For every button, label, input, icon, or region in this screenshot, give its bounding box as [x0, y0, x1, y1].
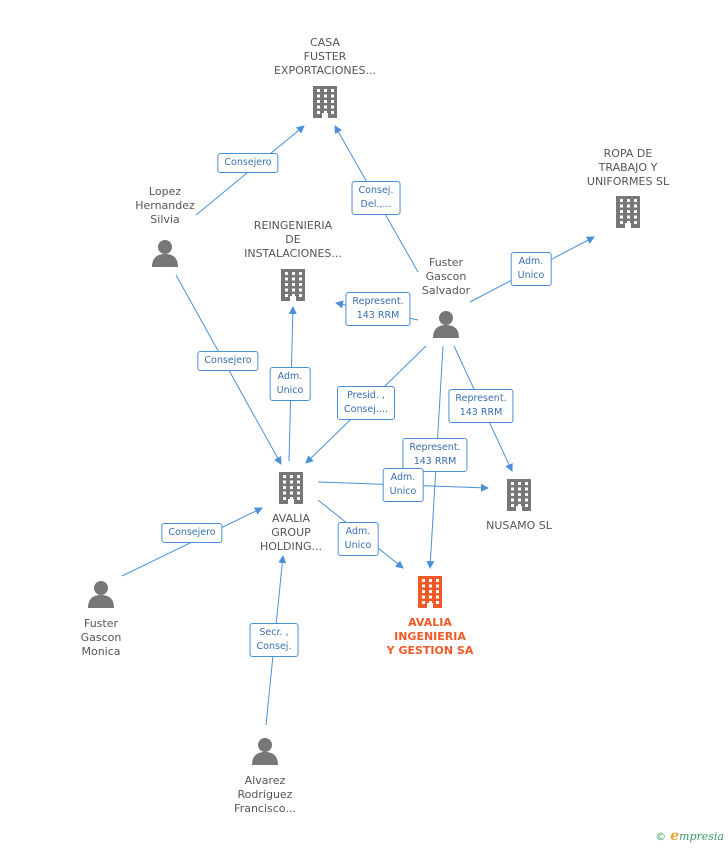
node-label-line: HOLDING... — [259, 540, 323, 553]
node-label-line: Alvarez — [244, 774, 286, 787]
person-icon[interactable] — [250, 736, 280, 770]
edge-label-salvador-ropa[interactable]: Adm. Unico — [510, 252, 552, 286]
node-label-line: Hernandez — [135, 199, 195, 212]
node-label-line: TRABAJO Y — [598, 161, 658, 174]
brand-name: mpresia — [679, 830, 724, 843]
node-label-line: Silvia — [150, 213, 180, 226]
edge-label-salvador-nusamo[interactable]: Represent. 143 RRM — [448, 389, 514, 423]
edge-label-line: Adm. — [345, 526, 371, 537]
edge-label-line: Adm. — [518, 256, 544, 267]
node-label-line: CASA — [310, 36, 340, 49]
building-icon[interactable] — [613, 194, 643, 232]
edge-label-line: Consejero — [168, 527, 216, 538]
edge-label-line: Del.,... — [360, 199, 392, 210]
node-label-line: Fuster — [428, 256, 464, 269]
node-label-line: DE — [285, 233, 301, 246]
edge-label-line: Consej. — [358, 185, 394, 196]
edge-label-line: Consej. — [256, 641, 292, 652]
person-icon[interactable] — [431, 309, 461, 343]
building-icon[interactable] — [504, 477, 534, 515]
edge-label-salvador-avaliaing[interactable]: Represent. 143 RRM — [402, 438, 468, 472]
edge-label-line: 143 RRM — [459, 407, 503, 418]
node-label-line: Rodriguez — [237, 788, 293, 801]
node-label-line: AVALIA — [408, 616, 452, 629]
edge-label-line: Consejero — [224, 157, 272, 168]
edge-label-salvador-casa[interactable]: Consej. Del.,... — [351, 181, 401, 215]
edge-label-line: Represent. — [409, 442, 461, 453]
edge-label-lopez-casa[interactable]: Consejero — [217, 153, 279, 173]
node-label-line: Lopez — [148, 185, 182, 198]
building-icon[interactable] — [278, 267, 308, 305]
node-label-line: GROUP — [271, 526, 311, 539]
edge-label-line: Secr. , — [259, 627, 289, 638]
building-icon[interactable] — [310, 84, 340, 122]
edge-label-line: Represent. — [455, 393, 507, 404]
person-icon[interactable] — [86, 579, 116, 613]
edge-label-line: Adm. — [277, 371, 303, 382]
building-icon[interactable] — [415, 574, 445, 612]
brand-logo-initial: e — [670, 828, 680, 844]
node-label-line: Monica — [81, 645, 121, 658]
edge-label-avaliagroup-reing[interactable]: Adm. Unico — [269, 367, 311, 401]
edge-label-salvador-avaliagroup[interactable]: Presid. , Consej.... — [337, 386, 395, 420]
node-label-line: UNIFORMES SL — [586, 175, 670, 188]
node-label-line: INGENIERIA — [394, 630, 466, 643]
node-label-line: INSTALACIONES... — [244, 247, 342, 260]
node-label-line: ROPA DE — [603, 147, 653, 160]
edge-label-monica-avaliagroup[interactable]: Consejero — [161, 523, 223, 543]
edge-label-avaliagroup-nusamo[interactable]: Adm. Unico — [382, 468, 424, 502]
node-label-line: Francisco... — [234, 802, 296, 815]
brand-footer: ©empresia — [655, 828, 724, 844]
edge-label-lopez-avaliagroup[interactable]: Consejero — [197, 351, 259, 371]
edge-label-salvador-reing[interactable]: Represent. 143 RRM — [345, 292, 411, 326]
node-label-line: Gascon — [80, 631, 122, 644]
node-label-line: Y GESTION SA — [386, 644, 474, 657]
edge-label-line: Unico — [389, 486, 417, 497]
node-label-line: AVALIA — [271, 512, 311, 525]
edge-label-line: Consejero — [204, 355, 252, 366]
building-icon[interactable] — [276, 470, 306, 508]
node-label-line: NUSAMO SL — [486, 519, 552, 532]
edge-label-line: Unico — [276, 385, 304, 396]
edge-label-line: Represent. — [352, 296, 404, 307]
edge-label-line: Unico — [344, 540, 372, 551]
node-label-line: FUSTER — [303, 50, 347, 63]
edge-label-line: Presid. , — [347, 390, 385, 401]
copyright-icon: © — [655, 830, 667, 843]
node-label-line: EXPORTACIONES... — [273, 64, 377, 77]
node-label-line: REINGENIERIA — [253, 219, 333, 232]
person-icon[interactable] — [150, 238, 180, 272]
edge-label-line: 143 RRM — [413, 456, 457, 467]
edge-label-avaliagroup-avaliaing[interactable]: Adm. Unico — [337, 522, 379, 556]
node-label-line: Fuster — [83, 617, 119, 630]
edge-label-line: Unico — [517, 270, 545, 281]
edge-label-line: Consej.... — [344, 404, 388, 415]
node-label-line: Salvador — [421, 284, 471, 297]
node-label-line: Gascon — [425, 270, 467, 283]
edge-label-line: Adm. — [390, 472, 416, 483]
node-label-nusamo[interactable]: NUSAMO SL — [486, 519, 552, 533]
edge-label-line: 143 RRM — [356, 310, 400, 321]
edge-label-alvarez-avaliagroup[interactable]: Secr. , Consej. — [249, 623, 299, 657]
